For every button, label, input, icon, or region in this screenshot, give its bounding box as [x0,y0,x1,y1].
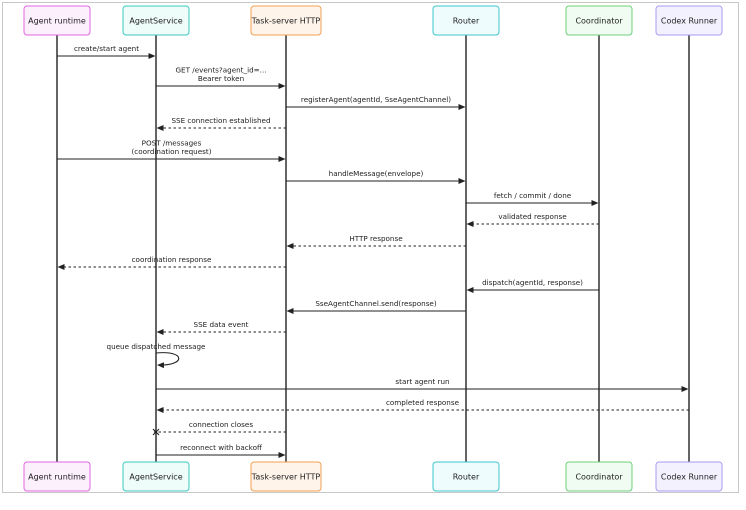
participant-box-bottom [23,461,91,492]
message-17: connection closes [152,420,286,436]
participant-label: AgentService [129,473,182,482]
participant-bottom-agent_runtime: Agent runtime [23,461,91,492]
participant-box-top [122,5,190,36]
participant-label: Coordinator [575,473,623,482]
participant-label: Task-server HTTP [251,17,321,26]
cross-icon [152,428,160,436]
message-label: validated response [498,212,567,221]
message-label: (coordination request) [131,147,211,156]
message-label: POST /messages [142,139,202,148]
message-2: GET /events?agent_id=...Bearer token [156,66,286,89]
message-10: coordination response [57,255,286,270]
message-1: create/start agent [57,44,156,59]
message-8: validated response [466,212,599,227]
message-16: completed response [156,398,689,413]
participant-box-top [565,5,633,36]
message-6: handleMessage(envelope) [286,169,466,184]
participant-label: Codex Runner [661,17,718,26]
participant-box-top [250,5,322,36]
participant-top-task_server: Task-server HTTP [250,5,322,36]
message-label: SSE connection established [171,116,270,125]
message-7: fetch / commit / done [466,191,599,206]
participant-label: AgentService [129,17,182,26]
participant-top-codex_runner: Codex Runner [655,5,723,36]
message-label: start agent run [395,377,449,386]
message-11: dispatch(agentId, response) [466,278,599,293]
participant-box-top [655,5,723,36]
self-message-arrow [155,352,180,369]
participant-top-agent_service: AgentService [122,5,190,36]
message-label: GET /events?agent_id=... [175,66,266,75]
participant-box-bottom [122,461,190,492]
participant-top-agent_runtime: Agent runtime [23,5,91,36]
participant-box-bottom [250,461,322,492]
message-label: handleMessage(envelope) [329,169,424,178]
message-label: create/start agent [74,44,139,53]
participant-label: Router [453,17,480,26]
message-label: fetch / commit / done [494,191,572,200]
message-label: HTTP response [349,234,403,243]
message-13: SSE data event [156,320,286,335]
message-label: SseAgentChannel.send(response) [315,299,437,308]
message-label: Bearer token [198,74,244,83]
message-label: SSE data event [194,320,249,329]
message-12: SseAgentChannel.send(response) [286,299,466,314]
message-label: coordination response [132,255,212,264]
message-label: queue dispatched message [107,342,207,351]
participant-box-top [23,5,91,36]
participant-label: Task-server HTTP [251,473,321,482]
message-label: dispatch(agentId, response) [482,278,583,287]
message-5: POST /messages(coordination request) [57,139,286,162]
participant-box-bottom [432,461,500,492]
participant-label: Codex Runner [661,473,718,482]
participant-label: Coordinator [575,17,623,26]
participant-box-bottom [565,461,633,492]
message-18: reconnect with backoff [156,443,286,458]
participant-top-router: Router [432,5,500,36]
participant-box-bottom [655,461,723,492]
message-9: HTTP response [286,234,466,249]
participant-bottom-task_server: Task-server HTTP [250,461,322,492]
message-label: connection closes [189,420,253,429]
participant-bottom-agent_service: AgentService [122,461,190,492]
participant-bottom-codex_runner: Codex Runner [655,461,723,492]
message-label: completed response [386,398,460,407]
participant-bottom-router: Router [432,461,500,492]
message-label: registerAgent(agentId, SseAgentChannel) [301,95,451,104]
participant-label: Agent runtime [28,473,86,482]
message-label: reconnect with backoff [180,443,263,452]
message-3: registerAgent(agentId, SseAgentChannel) [286,95,466,110]
message-15: start agent run [156,377,689,392]
participant-top-coordinator: Coordinator [565,5,633,36]
message-4: SSE connection established [156,116,286,131]
participant-label: Router [453,473,480,482]
message-14: queue dispatched message [107,342,207,369]
participant-bottom-coordinator: Coordinator [565,461,633,492]
participant-label: Agent runtime [28,17,86,26]
participant-box-top [432,5,500,36]
